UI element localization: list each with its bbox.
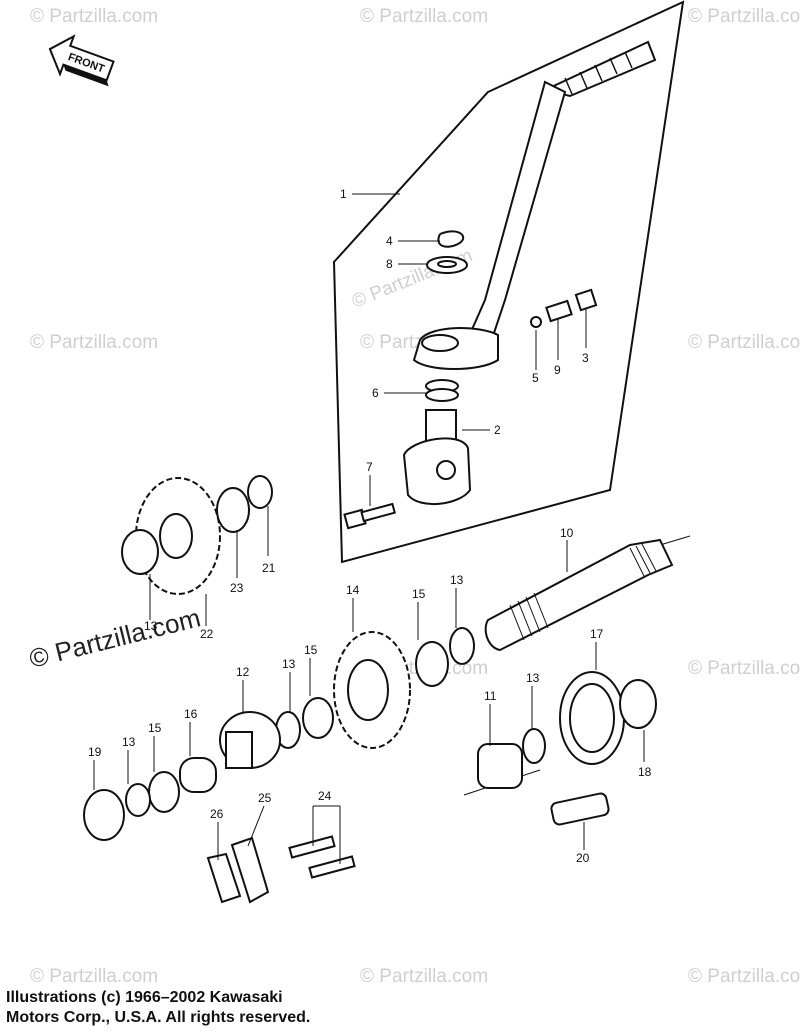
callout: 13 xyxy=(526,671,540,685)
callout: 23 xyxy=(230,581,244,595)
callout: 5 xyxy=(532,371,539,385)
leader-lines xyxy=(93,193,645,864)
callout: 20 xyxy=(576,851,590,865)
part-plug-3 xyxy=(574,288,598,312)
callout: 16 xyxy=(184,707,198,721)
part-bolt-7 xyxy=(343,502,396,530)
part-circlip-4 xyxy=(437,230,465,248)
callout: 10 xyxy=(560,526,574,540)
part-washer-15 xyxy=(148,771,180,813)
part-washer-8-hole xyxy=(437,260,457,268)
watermark: © Partzilla.com xyxy=(360,6,488,27)
callout: 26 xyxy=(210,807,224,821)
callout: 6 xyxy=(372,386,379,400)
callout: 9 xyxy=(554,363,561,377)
part-washer-18 xyxy=(619,679,657,729)
part-bolt-24 xyxy=(288,835,336,859)
part-oring-6b xyxy=(425,388,459,402)
callout: 2 xyxy=(494,423,501,437)
part-plate-25 xyxy=(230,836,270,904)
part-spring-9 xyxy=(545,299,573,323)
watermark: © Partzilla.com xyxy=(30,966,158,987)
part-spring-16 xyxy=(179,757,217,793)
callout: 13 xyxy=(450,573,464,587)
callout: 1 xyxy=(340,187,347,201)
copyright-line-2: Motors Corp., U.S.A. All rights reserved… xyxy=(6,1009,311,1026)
watermark: © Partzilla.com xyxy=(688,6,800,27)
callout: 22 xyxy=(200,627,214,641)
callout: 4 xyxy=(386,234,393,248)
part-gear-22 xyxy=(135,477,221,595)
watermark: © Partzilla.com xyxy=(688,332,800,353)
watermark-large: © Partzilla.com xyxy=(26,602,203,673)
callout: 12 xyxy=(236,665,250,679)
part-collar-11 xyxy=(463,743,541,796)
callout: 15 xyxy=(304,643,318,657)
callout: 21 xyxy=(262,561,276,575)
callout: 13 xyxy=(122,735,136,749)
part-kick-shaft-10 xyxy=(484,535,691,652)
watermark: © Partzilla.com xyxy=(30,332,158,353)
callout: 8 xyxy=(386,257,393,271)
callout: 17 xyxy=(590,627,604,641)
callout: 3 xyxy=(582,351,589,365)
copyright-notice: Illustrations (c) 1966–2002 Kawasaki Mot… xyxy=(6,988,426,1028)
assembly-outline xyxy=(332,0,685,564)
watermark: © Partzilla.com xyxy=(360,966,488,987)
part-washer-15 xyxy=(415,641,449,687)
part-plate-26 xyxy=(206,852,242,904)
watermark: © Partzilla.com xyxy=(688,658,800,679)
part-washer-19 xyxy=(83,789,125,841)
kick-pedal-lever xyxy=(412,40,657,370)
callout: 11 xyxy=(484,689,497,703)
part-kick-gear-14 xyxy=(333,631,411,749)
callout: 14 xyxy=(346,583,360,597)
part-ratchet-12 xyxy=(219,711,281,769)
callout: 18 xyxy=(638,765,652,779)
callout: 15 xyxy=(412,587,426,601)
part-spring-17 xyxy=(559,671,625,765)
callout: 15 xyxy=(148,721,162,735)
callout: 13 xyxy=(282,657,296,671)
copyright-line-1: Illustrations (c) 1966–2002 Kawasaki xyxy=(6,989,283,1006)
callout: 25 xyxy=(258,791,272,805)
part-ball-5 xyxy=(530,316,542,328)
part-washer-23 xyxy=(216,487,250,533)
callout: 24 xyxy=(318,789,332,803)
callout-labels: 1 4 8 5 9 3 6 2 7 10 14 15 13 12 16 19 1… xyxy=(88,187,652,865)
part-washer-15 xyxy=(302,697,334,739)
front-arrow-icon: FRONT xyxy=(48,34,115,87)
callout: 13 xyxy=(144,619,158,633)
watermark: © Partzilla.com xyxy=(688,966,800,987)
part-circlip-13 xyxy=(125,783,151,817)
part-pin-20 xyxy=(550,792,610,826)
part-circlip-13 xyxy=(449,627,475,665)
part-circlip-13 xyxy=(522,728,546,764)
watermark: © Partzilla.com xyxy=(30,6,158,27)
part-shaft-holder-2 xyxy=(402,409,472,506)
part-washer-13 xyxy=(121,529,159,575)
part-circlip-21 xyxy=(247,475,273,509)
watermark: © Partzilla.com xyxy=(349,245,476,312)
callout: 7 xyxy=(366,460,373,474)
part-bolt-24 xyxy=(308,855,356,879)
callout: 19 xyxy=(88,745,102,759)
